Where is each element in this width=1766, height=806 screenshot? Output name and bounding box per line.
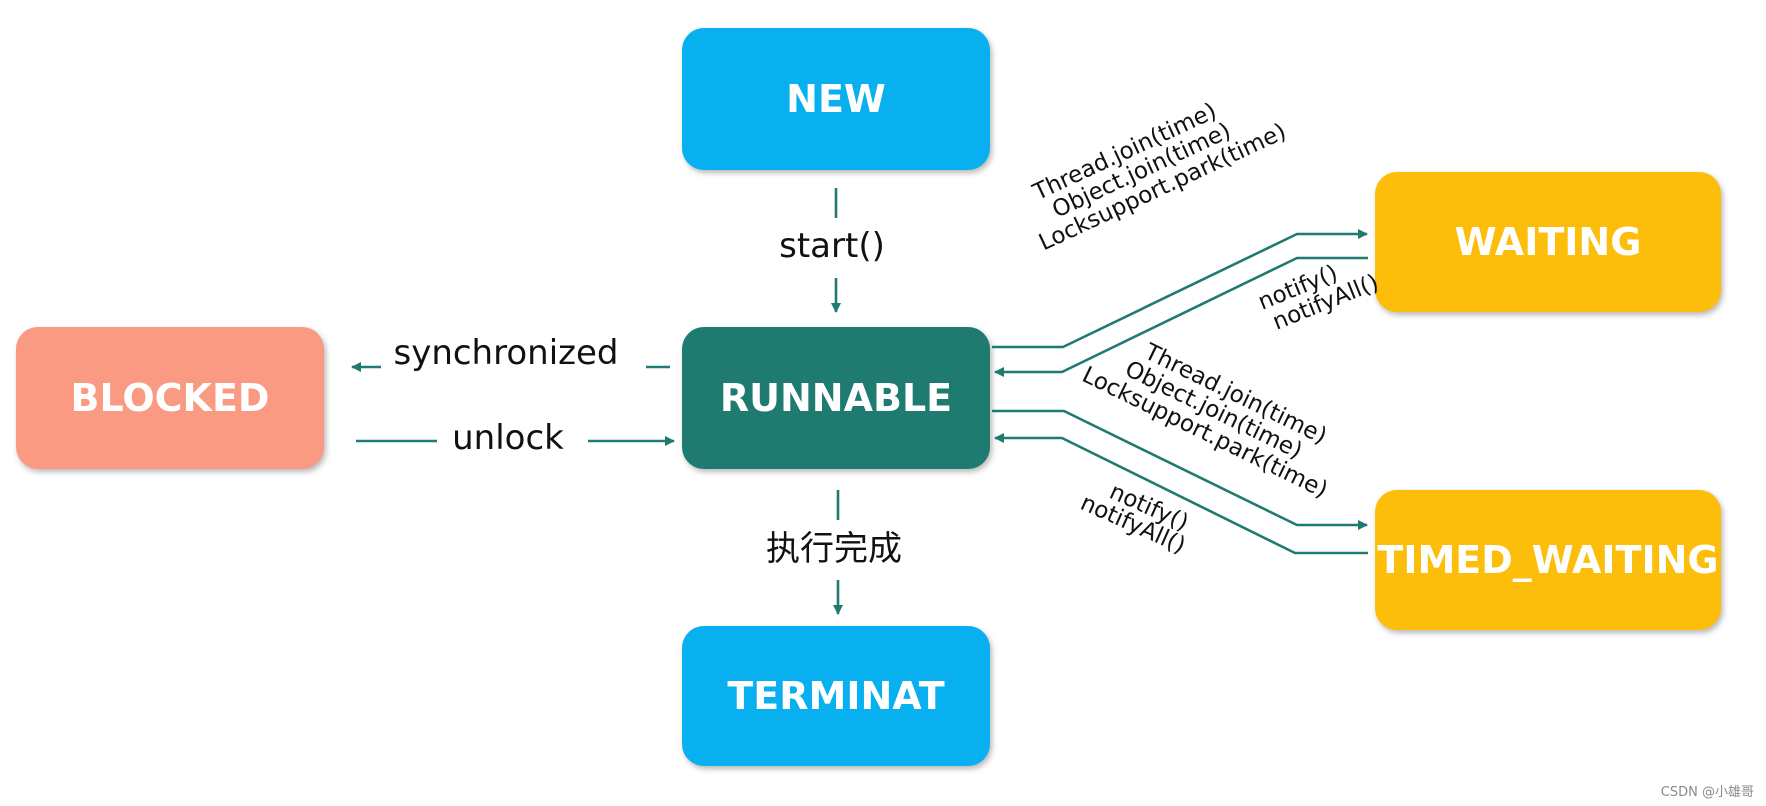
watermark: CSDN @小雄哥: [1660, 785, 1754, 800]
state-waiting: WAITING: [1375, 172, 1721, 312]
to-timed-waiting-arrow: [992, 409, 1368, 530]
from-waiting-labels: notify() notifyAll(): [1255, 260, 1383, 335]
state-timed-waiting: TIMED_WAITING: [1375, 490, 1721, 630]
state-terminated-box: [682, 626, 990, 766]
state-waiting-box: [1375, 172, 1721, 312]
finished-label: 执行完成: [766, 529, 902, 569]
state-runnable-box: [682, 327, 990, 469]
state-waiting-label: WAITING: [1455, 220, 1642, 264]
state-runnable-label: RUNNABLE: [720, 376, 952, 420]
to-timed-waiting-labels: Thread.join(time) Object.join(time) Lock…: [1078, 339, 1332, 504]
state-new-box: [682, 28, 990, 170]
state-blocked-box: [16, 327, 324, 469]
transition-waiting-to-runnable: notify() notifyAll(): [994, 256, 1383, 377]
from-timed-waiting-labels: notify() notifyAll(): [1077, 479, 1193, 559]
state-runnable: RUNNABLE: [682, 327, 990, 469]
state-new: NEW: [682, 28, 990, 170]
transition-synchronized: synchronized: [351, 333, 670, 373]
transition-start: start(): [779, 188, 885, 313]
from-timed-waiting-arrow: [994, 433, 1368, 555]
transition-finished: 执行完成: [766, 490, 902, 615]
to-waiting-labels: Thread.join(time) Object.join(time) Lock…: [1028, 98, 1290, 256]
state-new-label: NEW: [786, 77, 886, 121]
state-terminated: TERMINAT: [682, 626, 990, 766]
to-waiting-arrow: [992, 229, 1368, 349]
state-terminated-label: TERMINAT: [727, 674, 944, 718]
state-timed-waiting-box: [1375, 490, 1721, 630]
start-label: start(): [779, 226, 885, 266]
transition-runnable-to-timed-waiting: Thread.join(time) Object.join(time) Lock…: [992, 339, 1368, 530]
transition-unlock: unlock: [356, 418, 675, 458]
state-timed-waiting-label: TIMED_WAITING: [1377, 538, 1718, 582]
state-blocked-label: BLOCKED: [71, 376, 270, 420]
unlock-label: unlock: [452, 418, 564, 458]
state-blocked: BLOCKED: [16, 327, 324, 469]
synchronized-label: synchronized: [393, 333, 618, 373]
from-waiting-arrow: [994, 256, 1368, 377]
